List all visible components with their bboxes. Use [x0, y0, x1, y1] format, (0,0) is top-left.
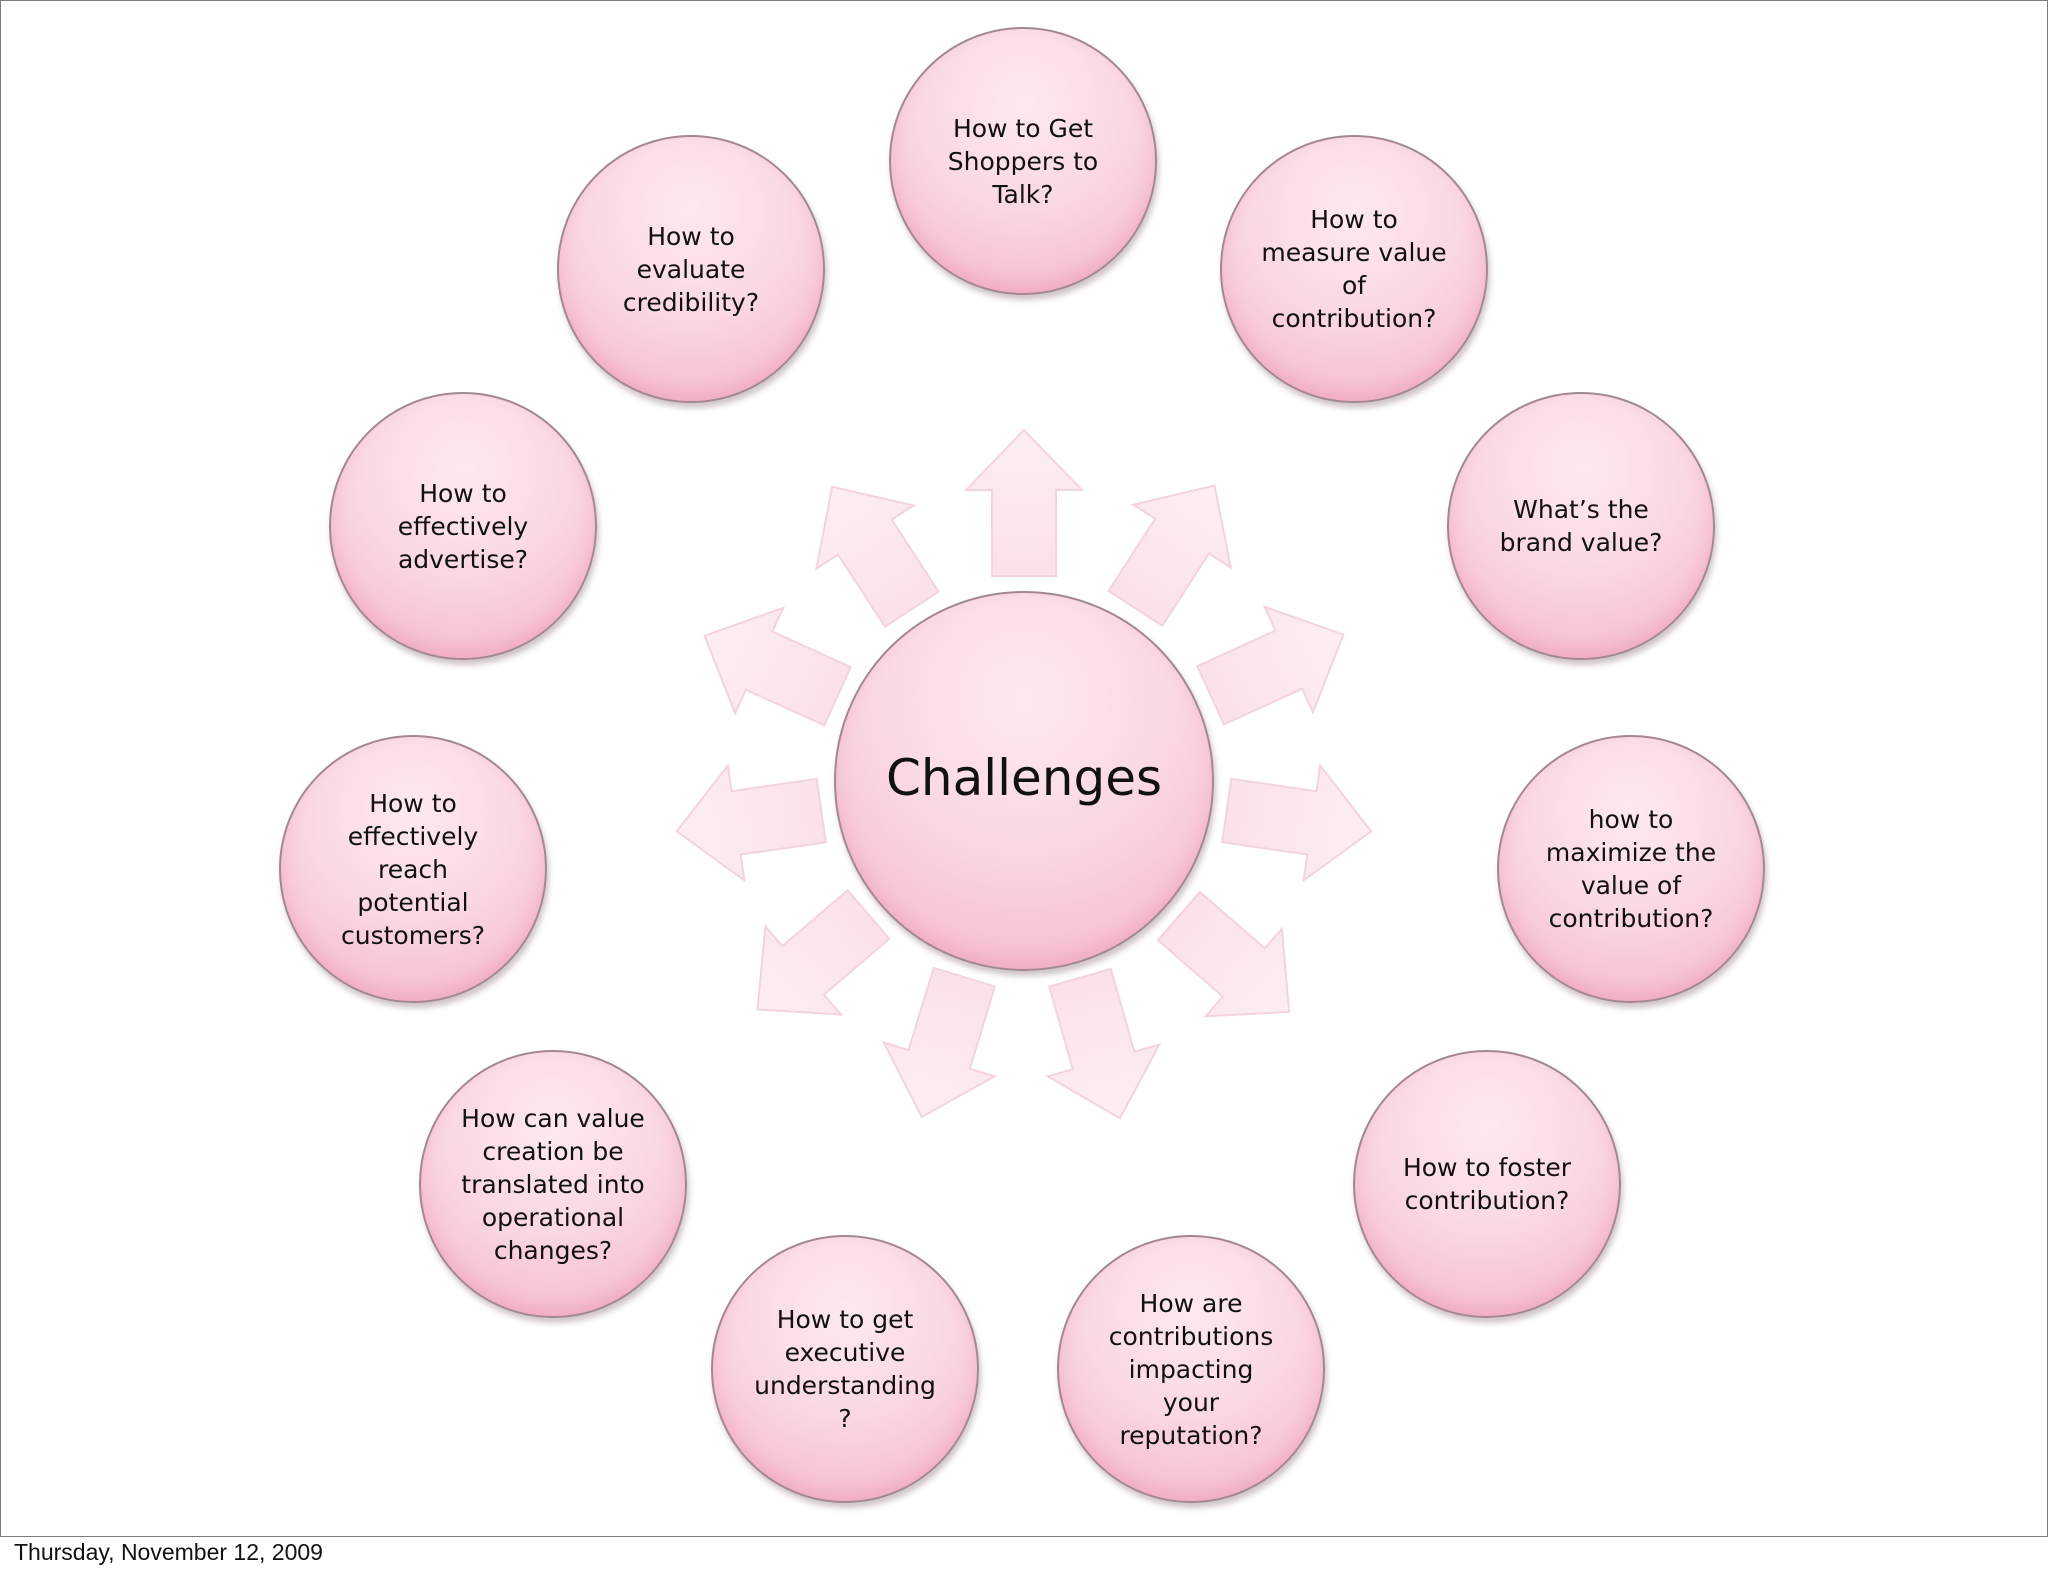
footer-date: Thursday, November 12, 2009: [14, 1539, 323, 1565]
node-credibility: How to evaluate credibility?: [557, 135, 825, 403]
node-label: How to foster contribution?: [1402, 1153, 1572, 1215]
arrow-to-credibility: [781, 452, 963, 643]
slide: Challenges How to Get Shoppers to Talk? …: [0, 0, 2048, 1537]
arrow-to-maximize-value: [1216, 751, 1382, 891]
arrow-to-brand-value: [1184, 579, 1370, 751]
arrow-to-advertise: [678, 580, 864, 751]
arrow-to-operational-changes: [717, 867, 909, 1056]
node-label: How to measure value of contribution?: [1261, 205, 1447, 333]
node-measure-value: How to measure value of contribution?: [1220, 135, 1488, 403]
center-node-challenges: Challenges: [834, 591, 1214, 971]
challenges-diagram: Challenges How to Get Shoppers to Talk? …: [1, 1, 2047, 1536]
node-shoppers-talk: How to Get Shoppers to Talk?: [889, 27, 1157, 295]
node-operational-changes: How can value creation be translated int…: [419, 1050, 687, 1318]
node-label: How to effectively reach potential custo…: [340, 788, 486, 950]
center-node-label: Challenges: [885, 749, 1163, 807]
node-advertise: How to effectively advertise?: [329, 392, 597, 660]
node-foster-contribution: How to foster contribution?: [1353, 1050, 1621, 1318]
arrow-to-foster-contribution: [1138, 869, 1330, 1058]
arrow-to-executive-understanding: [864, 958, 1022, 1136]
arrow-to-reach-customers: [666, 751, 832, 891]
node-label: How to get executive understanding ?: [754, 1305, 936, 1433]
arrow-to-shoppers-talk: [963, 428, 1084, 578]
arrow-to-reputation: [1022, 960, 1178, 1137]
node-label: How to effectively advertise?: [397, 478, 529, 574]
node-label: How to Get Shoppers to Talk?: [947, 113, 1099, 209]
node-reach-customers: How to effectively reach potential custo…: [279, 735, 547, 1003]
node-label: how to maximize the value of contributio…: [1545, 805, 1717, 933]
node-reputation: How are contributions impacting your rep…: [1057, 1235, 1325, 1503]
node-label: How are contributions impacting your rep…: [1108, 1288, 1274, 1450]
node-executive-understanding: How to get executive understanding ?: [711, 1235, 979, 1503]
node-label: How to evaluate credibility?: [622, 221, 760, 317]
arrow-to-measure-value: [1084, 452, 1266, 643]
node-label: What’s the brand value?: [1499, 495, 1663, 557]
node-maximize-value: how to maximize the value of contributio…: [1497, 735, 1765, 1003]
node-label: How can value creation be translated int…: [461, 1103, 645, 1265]
node-brand-value: What’s the brand value?: [1447, 392, 1715, 660]
